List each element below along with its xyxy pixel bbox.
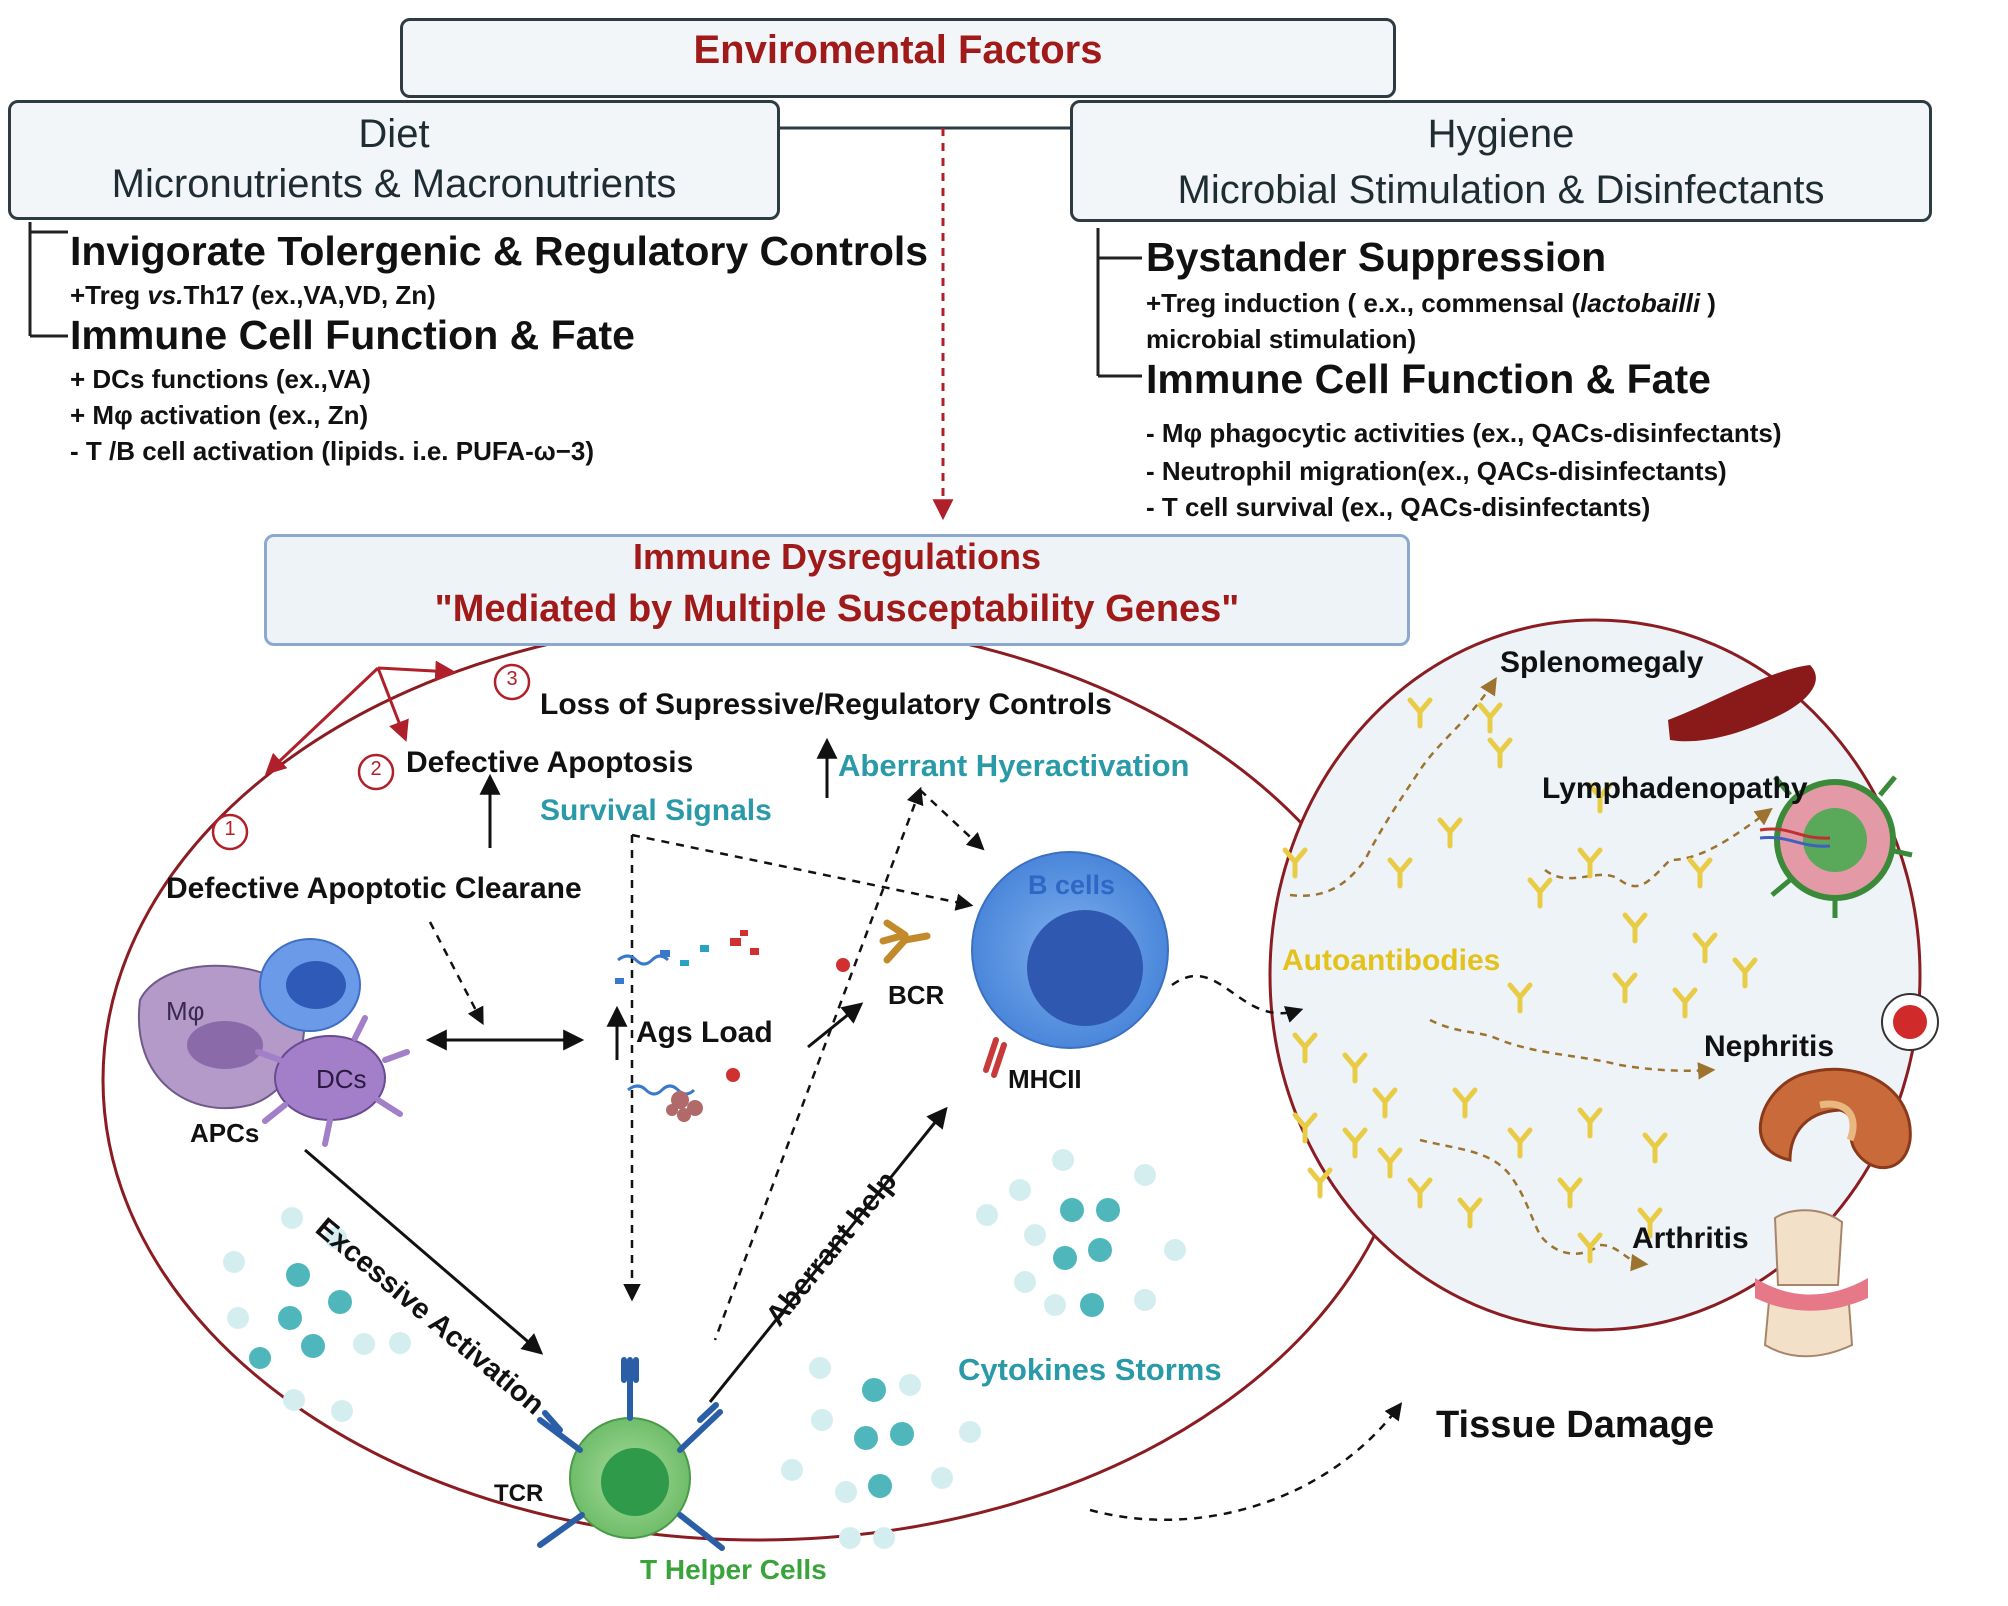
dendrite-arms (255, 1015, 410, 1147)
diet-item-1: + DCs functions (ex.,VA) (70, 364, 371, 394)
bcr-label: BCR (888, 980, 945, 1010)
mhcii-label: MHCII (1008, 1064, 1082, 1094)
joint-organ (1755, 1209, 1868, 1358)
arrow-clearance (264, 666, 380, 775)
nephritis-glomerulus (1881, 993, 1939, 1051)
diet-item-3: - T /B cell activation (lipids. i.e. PUF… (70, 436, 595, 466)
apcs-label: APCs (190, 1118, 260, 1148)
arrow-aberrant-help (708, 1106, 948, 1403)
diet-subtitle: Micronutrients & Macronutrients (111, 162, 677, 206)
environmental-factors-box (400, 18, 1396, 98)
immune-dysregulation-title: Immune Dysregulations (632, 536, 1042, 577)
hygiene-item-1: - Mφ phagocytic activities (ex., QACs-di… (1146, 418, 1782, 448)
diet-box (8, 100, 780, 220)
environmental-factors-title: Enviromental Factors (693, 28, 1103, 72)
hygiene-heading-bystander: Bystander Suppression (1146, 234, 1607, 280)
diet-treg-post: Th17 (ex.,VA,VD, Zn) (183, 280, 436, 310)
diet-item-2: + Mφ activation (ex., Zn) (70, 400, 369, 430)
mhcii-receptor (983, 1037, 1007, 1078)
hygiene-subtitle: Microbial Stimulation & Disinfectants (1177, 168, 1825, 212)
hygiene-bracket (1096, 228, 1142, 378)
t-helper-cells-label: T Helper Cells (640, 1554, 827, 1585)
b-cells-label: B cells (1028, 870, 1116, 900)
dashed-arrow (631, 833, 974, 911)
spleen-organ (1668, 665, 1816, 742)
hygiene-item-3: - T cell survival (ex., QACs-disinfectan… (1146, 492, 1651, 522)
dcs-label: DCs (316, 1064, 367, 1094)
hygiene-treg-post: ) (1700, 288, 1716, 318)
arrow-apoptosis (376, 667, 409, 742)
tissue-damage-label: Tissue Damage (1436, 1404, 1715, 1446)
diet-heading-function: Immune Cell Function & Fate (70, 312, 635, 358)
dashed-arrow (1089, 1402, 1403, 1521)
defective-clearance-label: Defective Apoptotic Clearane (166, 872, 582, 905)
macrophage-label: Mφ (166, 996, 205, 1026)
hygiene-treg-line2: microbial stimulation) (1146, 324, 1417, 354)
cytokine-storms-label: Cytokines Storms (958, 1352, 1222, 1387)
ags-load-label: Ags Load (636, 1016, 773, 1049)
immune-dysregulation-box (264, 534, 1410, 646)
autoantibodies-label: Autoantibodies (1282, 944, 1501, 977)
arrow-loss (377, 660, 457, 682)
hygiene-treg-line: +Treg induction ( e.x., commensal (lacto… (1146, 288, 1716, 319)
number-badge-1 (211, 813, 249, 851)
arrow-to-bcr (807, 1002, 864, 1049)
lymph-node-organ (1759, 775, 1913, 918)
diet-treg-em: vs. (147, 280, 184, 310)
survival-signals-label: Survival Signals (540, 794, 772, 827)
number-badge-3 (493, 663, 531, 701)
diet-heading-tolerogenic: Invigorate Tolergenic & Regulatory Contr… (70, 228, 929, 274)
kidney-organ (1759, 1067, 1912, 1169)
dashed-arrow (428, 921, 484, 1026)
diet-treg-pre: +Treg (70, 280, 148, 310)
hygiene-box (1070, 100, 1932, 222)
aberrant-hyperactivation-label: Aberrant Hyeractivation (838, 748, 1190, 783)
hygiene-heading-function: Immune Cell Function & Fate (1146, 356, 1711, 402)
blue-cell-nucleus (286, 961, 346, 1009)
defective-apoptosis-label: Defective Apoptosis (406, 746, 694, 779)
tcr-receptors (537, 1357, 725, 1551)
hygiene-treg-pre: +Treg induction ( e.x., commensal ( (1146, 288, 1581, 318)
dashed-arrow (713, 786, 924, 1341)
antigen-fragments (615, 930, 850, 1122)
arthritis-label: Arthritis (1632, 1222, 1749, 1255)
autoantibody-paths (1289, 677, 1773, 1272)
tissue-circle (1268, 618, 1922, 1332)
diet-treg-line: +Treg vs.Th17 (ex.,VA,VD, Zn) (70, 280, 436, 311)
macrophage-nucleus (187, 1021, 263, 1069)
lymphadenopathy-label: Lymphadenopathy (1542, 772, 1808, 805)
diet-bracket (28, 222, 68, 338)
nephritis-label: Nephritis (1704, 1030, 1835, 1063)
dashed-arrow (1171, 974, 1304, 1023)
antibody-glyphs (1282, 697, 1758, 1264)
number-badge-2 (357, 753, 395, 791)
badge-3-label: 3 (506, 668, 518, 690)
hygiene-item-2: - Neutrophil migration(ex., QACs-disinfe… (1146, 456, 1727, 486)
badge-2-label: 2 (370, 758, 382, 780)
badge-1-label: 1 (224, 818, 236, 840)
hygiene-title: Hygiene (1427, 112, 1575, 156)
hygiene-treg-em: lactobailli (1580, 288, 1701, 318)
splenomegaly-label: Splenomegaly (1500, 646, 1704, 679)
tcr-label: TCR (494, 1480, 544, 1507)
diet-title: Diet (358, 112, 430, 156)
immune-dysregulation-subtitle: "Mediated by Multiple Susceptability Gen… (434, 588, 1240, 630)
loss-of-controls-label: Loss of Supressive/Regulatory Controls (540, 688, 1112, 721)
b-cell-nucleus (1027, 910, 1143, 1026)
t-helper-nucleus (601, 1448, 669, 1516)
cytokine-dots (223, 1149, 1186, 1549)
bcr-receptor (879, 919, 931, 964)
arrow-excessive (304, 1148, 544, 1355)
